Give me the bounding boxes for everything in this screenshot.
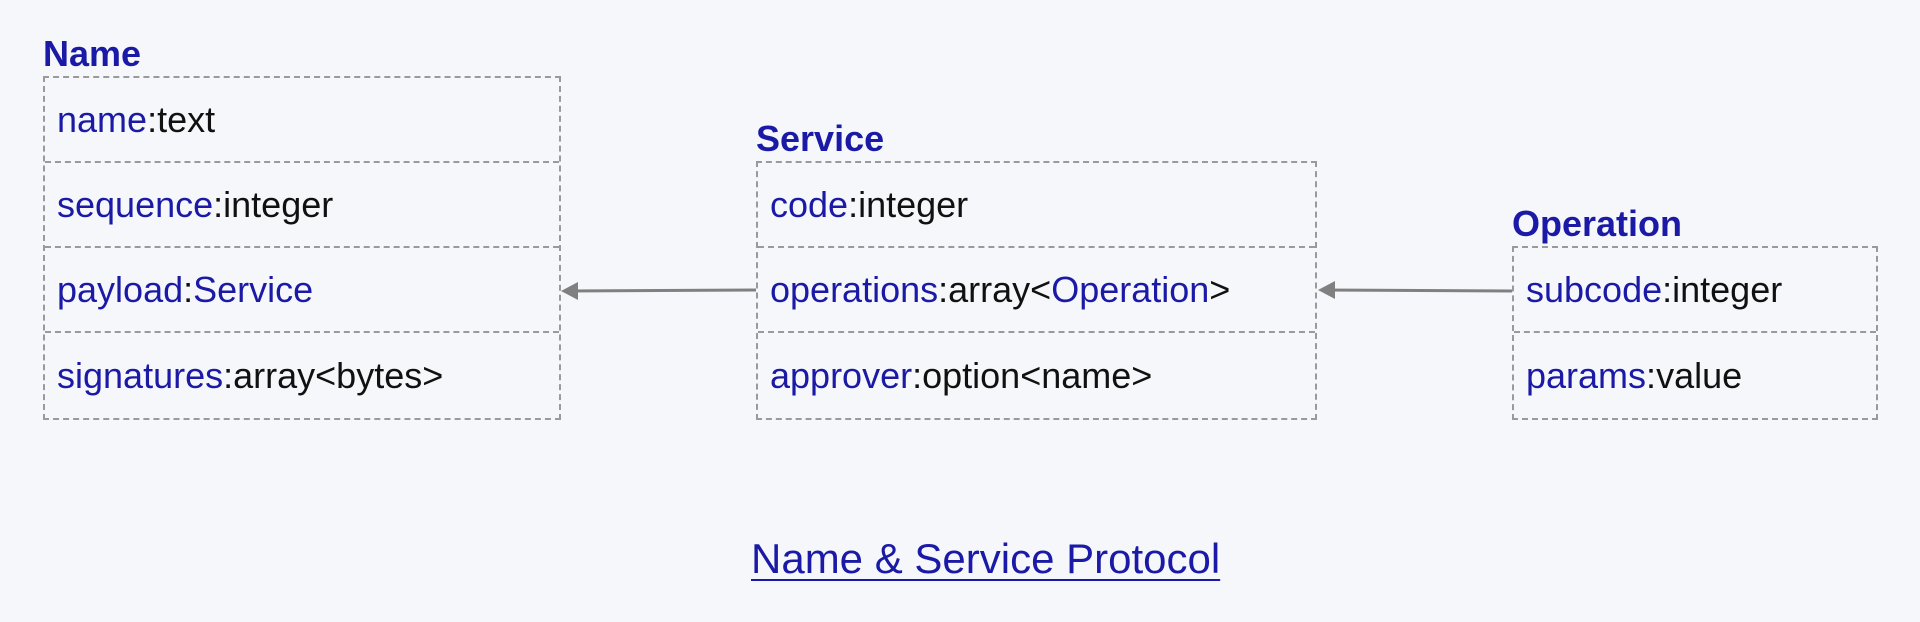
- field-name: approver: [770, 354, 913, 396]
- field-name: operations: [770, 268, 939, 310]
- field-type-pre: array<: [948, 268, 1052, 310]
- field-name: code: [770, 183, 849, 225]
- field-type: array<bytes>: [233, 354, 444, 396]
- field-row-subcode: subcode: integer: [1514, 248, 1876, 333]
- field-type: text: [157, 98, 216, 140]
- field-row-params: params: value: [1514, 333, 1876, 418]
- field-type: integer: [858, 183, 969, 225]
- field-name: subcode: [1526, 268, 1663, 310]
- field-type: integer: [223, 183, 334, 225]
- field-sep: :: [1646, 354, 1657, 396]
- arrowhead-service: [1318, 281, 1335, 299]
- field-type: option<name>: [922, 354, 1153, 396]
- entity-title-service: Service: [756, 118, 885, 159]
- field-row-name: name: text: [45, 78, 559, 163]
- field-sep: :: [1662, 268, 1673, 310]
- field-row-code: code: integer: [758, 163, 1315, 248]
- field-sep: :: [147, 98, 158, 140]
- field-sep: :: [223, 354, 234, 396]
- field-row-approver: approver: option<name>: [758, 333, 1315, 418]
- arrowhead-name: [561, 282, 578, 300]
- entity-title-name: Name: [43, 33, 142, 74]
- field-name: name: [57, 98, 148, 140]
- entity-box-operation: subcode: integer params: value: [1512, 246, 1878, 420]
- field-name: signatures: [57, 354, 224, 396]
- field-row-operations: operations: array<Operation>: [758, 248, 1315, 333]
- field-type-post: >: [1209, 268, 1231, 310]
- field-type-ref: Operation: [1051, 268, 1210, 310]
- field-sep: :: [938, 268, 949, 310]
- field-row-signatures: signatures: array<bytes>: [45, 333, 559, 418]
- field-name: payload: [57, 268, 184, 310]
- field-row-sequence: sequence: integer: [45, 163, 559, 248]
- field-sep: :: [183, 268, 194, 310]
- field-type: value: [1656, 354, 1743, 396]
- entity-title-operation: Operation: [1512, 203, 1683, 244]
- arrow-operation-to-service: [1322, 288, 1513, 293]
- field-sep: :: [912, 354, 923, 396]
- field-sep: :: [213, 183, 224, 225]
- field-type-ref: Service: [193, 268, 314, 310]
- field-sep: :: [848, 183, 859, 225]
- field-name: params: [1526, 354, 1647, 396]
- arrow-service-to-name: [565, 288, 757, 293]
- field-type: integer: [1672, 268, 1783, 310]
- entity-box-name: name: text sequence: integer payload: Se…: [43, 76, 561, 420]
- field-name: sequence: [57, 183, 214, 225]
- entity-box-service: code: integer operations: array<Operatio…: [756, 161, 1317, 420]
- field-row-payload: payload: Service: [45, 248, 559, 333]
- caption-link[interactable]: Name & Service Protocol: [751, 535, 1221, 582]
